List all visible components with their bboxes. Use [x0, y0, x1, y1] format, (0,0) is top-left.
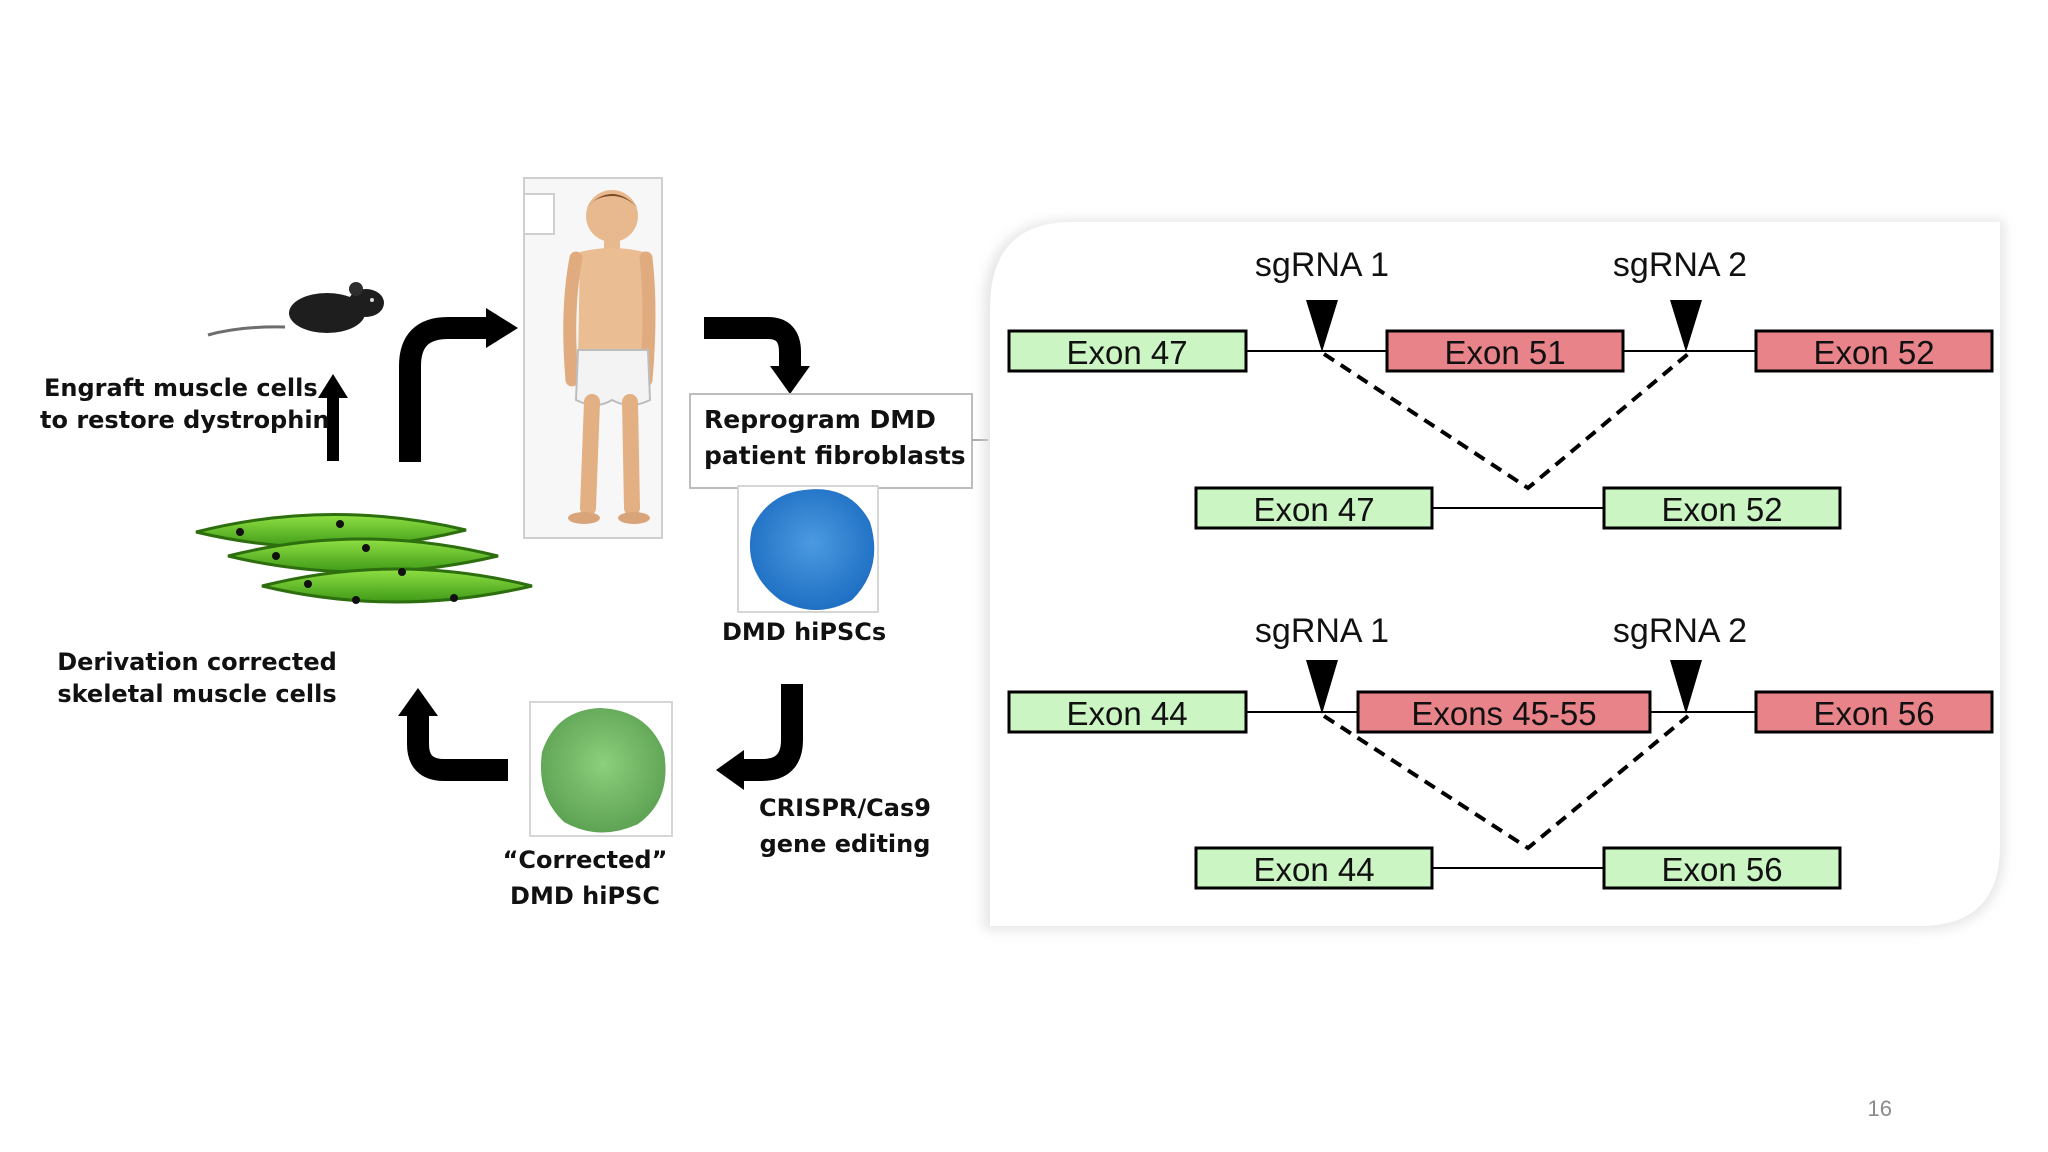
cut-site-marker: [1670, 300, 1702, 352]
splice-line: [1322, 714, 1690, 851]
exon-box-deleted: [1385, 329, 1625, 373]
up-left-arrow-icon: [398, 688, 508, 781]
sgrna-label: sgRNA 1: [1255, 612, 1389, 650]
exon-label: Exon 44: [1066, 695, 1187, 732]
exon-label: Exon 52: [1661, 491, 1782, 528]
boy-figure: [523, 177, 663, 539]
hipsc-caption: DMD hiPSCs: [722, 618, 887, 646]
exon-label: Exon 47: [1253, 491, 1374, 528]
curved-arrow-icon: [399, 308, 518, 462]
exon-box-kept: [1602, 486, 1842, 530]
sgrna-label: sgRNA 2: [1613, 612, 1747, 650]
exon-label: Exon 44: [1253, 851, 1374, 888]
exon-label: Exon 56: [1661, 851, 1782, 888]
cut-site-marker: [1670, 660, 1702, 714]
derivation-caption-line: skeletal muscle cells: [57, 680, 337, 708]
corrected-caption-line: DMD hiPSC: [510, 882, 660, 910]
exon-box-kept: [1007, 329, 1248, 373]
exon-box-deleted: [1754, 690, 1994, 734]
crispr-caption-line: gene editing: [759, 830, 931, 858]
cut-site-marker: [1306, 300, 1338, 352]
blue-colony-icon: [749, 489, 875, 610]
exon-box-deleted: [1754, 329, 1994, 373]
exon-box-deleted: [1356, 690, 1652, 734]
sgrna-label: sgRNA 2: [1613, 246, 1747, 284]
crispr-caption: CRISPR/Cas9 gene editing: [750, 790, 940, 862]
engraft-caption-line: Engraft muscle cells: [44, 374, 318, 402]
exon-label: Exon 51: [1444, 334, 1565, 371]
reprogram-caption-line: Reprogram DMD: [704, 405, 936, 434]
down-right-arrow-icon: [704, 317, 810, 394]
up-arrow-icon: [318, 374, 348, 461]
down-left-arrow-icon: [716, 684, 803, 790]
exon-label: Exon 56: [1813, 695, 1934, 732]
exon-label: Exons 45-55: [1411, 695, 1596, 732]
top-construct: [1007, 300, 1994, 530]
crispr-caption-line: CRISPR/Cas9: [759, 794, 931, 822]
splice-line: [1322, 352, 1690, 491]
exon-label: Exon 52: [1813, 334, 1934, 371]
slide-number: 16: [1867, 1096, 1892, 1121]
corrected-colony-box: [529, 701, 673, 837]
cut-site-marker: [1306, 660, 1338, 714]
sgrna-label: sgRNA 1: [1255, 246, 1389, 284]
reprogram-caption: Reprogram DMD patient fibroblasts: [704, 402, 966, 474]
exon-box-kept: [1007, 690, 1248, 734]
corrected-caption: “Corrected” DMD hiPSC: [490, 842, 680, 914]
corrected-caption-line: “Corrected”: [502, 846, 668, 874]
muscle-cells-icon: [195, 512, 533, 604]
engraft-caption: Engraft muscle cells to restore dystroph…: [40, 372, 330, 436]
derivation-caption-line: Derivation corrected: [57, 648, 337, 676]
bottom-construct: [1007, 660, 1994, 890]
exon-label: Exon 47: [1066, 334, 1187, 371]
exon-box-kept: [1194, 846, 1434, 890]
engraft-caption-line: to restore dystrophin: [40, 406, 330, 434]
derivation-caption: Derivation corrected skeletal muscle cel…: [50, 646, 344, 710]
exon-box-kept: [1194, 486, 1434, 530]
reprogram-caption-line: patient fibroblasts: [704, 441, 966, 470]
exon-panel: [984, 220, 2004, 930]
mouse-icon: [207, 282, 384, 337]
exon-box-kept: [1602, 846, 1842, 890]
